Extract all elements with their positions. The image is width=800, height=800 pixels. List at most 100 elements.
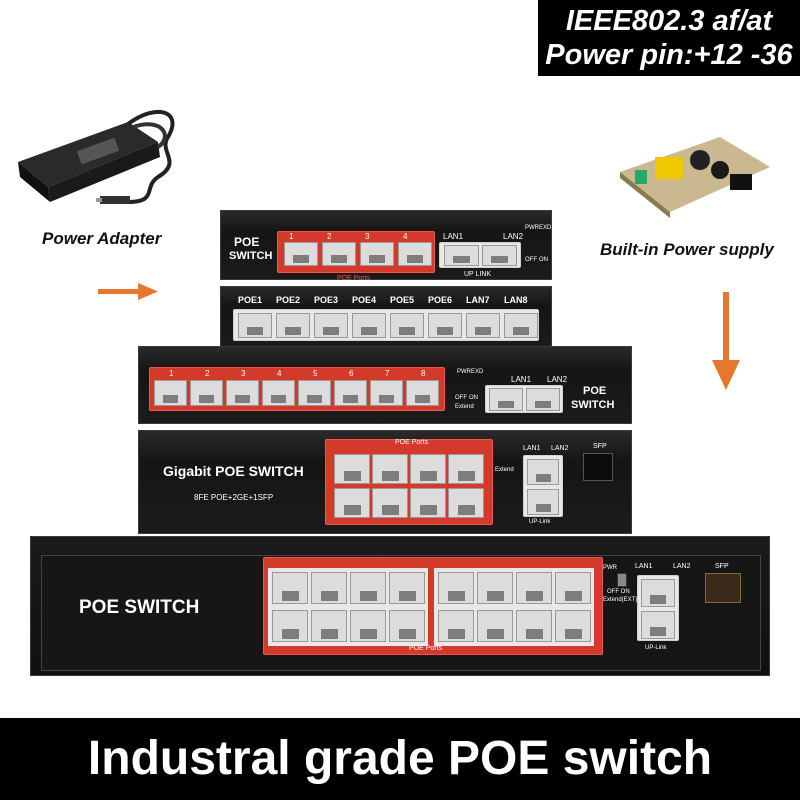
switch4-pwr-label: PWR [603,565,617,571]
ethernet-port[interactable] [262,380,295,406]
ethernet-port[interactable] [406,380,439,406]
ethernet-port[interactable] [641,611,675,639]
ethernet-port[interactable] [516,572,552,604]
switch1-pwr-label: PWR [525,225,539,231]
switch1-top-port-label: LAN7 [466,295,490,305]
ethernet-port[interactable] [334,488,370,518]
ethernet-port[interactable] [438,610,474,642]
switch1-top-port-label: POE2 [276,295,301,305]
ethernet-port[interactable] [350,572,386,604]
switch2-poe-port-block [149,367,445,411]
ethernet-port[interactable] [334,454,370,484]
switch2-port-number: 3 [241,369,246,378]
ethernet-port[interactable] [410,488,446,518]
switch2-port-number: 5 [313,369,318,378]
ethernet-port[interactable] [527,489,559,515]
ethernet-port[interactable] [311,610,347,642]
ethernet-port[interactable] [448,454,484,484]
switch1-off-label: OFF [525,257,537,263]
ethernet-port[interactable] [298,380,331,406]
ethernet-port[interactable] [276,313,310,338]
ethernet-port[interactable] [190,380,223,406]
ethernet-port[interactable] [555,610,591,642]
ethernet-port[interactable] [272,610,308,642]
switch4-lan2-label: LAN2 [673,563,691,570]
switch3-poe-port-block [325,439,493,525]
switch1-top-port-label: POE4 [352,295,377,305]
switch2-port-number: 2 [205,369,210,378]
ethernet-port[interactable] [350,610,386,642]
extend-toggle-switch[interactable] [617,573,627,587]
ethernet-port[interactable] [352,313,386,338]
sfp-slot[interactable] [705,573,741,603]
switch1-port-number: 3 [365,232,370,241]
switch1-label-switch: SWITCH [229,250,273,262]
switch2-lan2-label: LAN2 [547,375,568,384]
switch2-extend-label: Extend [455,404,474,410]
switch3-title: Gigabit POE SWITCH [163,463,304,479]
spec-line-standard: IEEE802.3 af/at [565,5,773,37]
switch-8port-back: POE1 POE2 POE3 POE4 POE5 POE6 LAN7 LAN8 [220,286,552,350]
ethernet-port[interactable] [444,245,479,266]
ethernet-port[interactable] [238,313,272,338]
ethernet-port[interactable] [389,610,425,642]
power-adapter-label: Power Adapter [42,229,162,248]
spec-box: IEEE802.3 af/at Power pin:+12 -36 [538,0,800,76]
ethernet-port[interactable] [428,313,462,338]
ethernet-port[interactable] [527,459,559,485]
switch2-label-poe: POE [583,385,607,397]
bottom-banner: Industral grade POE switch [0,718,800,800]
down-arrow-icon [712,292,740,390]
ethernet-port[interactable] [284,242,318,266]
ethernet-port[interactable] [372,488,408,518]
switch1-poe-ports-label: POE Ports [337,275,371,282]
switch3-poe-ports-label: POE Ports [395,439,429,446]
switch3-lan1-label: LAN1 [523,445,541,452]
ethernet-port[interactable] [482,245,517,266]
spec-line-power-pin: Power pin:+12 -36 [545,39,793,71]
switch1-on-label: ON [539,257,548,263]
ethernet-port[interactable] [370,380,403,406]
sfp-slot[interactable] [583,453,613,481]
ethernet-port[interactable] [372,454,408,484]
ethernet-port[interactable] [477,610,513,642]
ethernet-port[interactable] [516,610,552,642]
switch1-label-poe: POE [234,235,260,249]
right-arrow-icon [98,283,158,300]
ethernet-port[interactable] [641,579,675,607]
switch2-port-number: 7 [385,369,390,378]
switch4-title: POE SWITCH [79,597,200,618]
ethernet-port[interactable] [154,380,187,406]
ethernet-port[interactable] [466,313,500,338]
switch1-uplink-label: UP LINK [464,271,492,278]
ethernet-port[interactable] [504,313,538,338]
ethernet-port[interactable] [398,242,432,266]
ethernet-port[interactable] [438,572,474,604]
switch2-port-number: 6 [349,369,354,378]
ethernet-port[interactable] [526,388,560,411]
builtin-power-supply-label: Built-in Power supply [600,240,774,259]
switch2-on-label: ON [469,395,478,401]
ethernet-port[interactable] [322,242,356,266]
switch2-exd-label: EXD [471,369,484,375]
switch4-sfp-label: SFP [715,563,729,570]
ethernet-port[interactable] [360,242,394,266]
switch3-extend-label: Extend [495,467,514,473]
ethernet-port[interactable] [489,388,523,411]
ethernet-port[interactable] [226,380,259,406]
switch4-uplink-block [637,575,679,641]
ethernet-port[interactable] [410,454,446,484]
ethernet-port[interactable] [477,572,513,604]
ethernet-port[interactable] [314,313,348,338]
ethernet-port[interactable] [311,572,347,604]
switch3-sfp-label: SFP [593,443,607,450]
ethernet-port[interactable] [448,488,484,518]
ethernet-port[interactable] [334,380,367,406]
ethernet-port[interactable] [389,572,425,604]
ethernet-port[interactable] [555,572,591,604]
ethernet-port[interactable] [272,572,308,604]
switch1-top-port-label: POE1 [238,295,263,305]
ethernet-port[interactable] [390,313,424,338]
switch1-uplink-block [439,242,521,268]
power-supply-board-image [620,137,770,218]
